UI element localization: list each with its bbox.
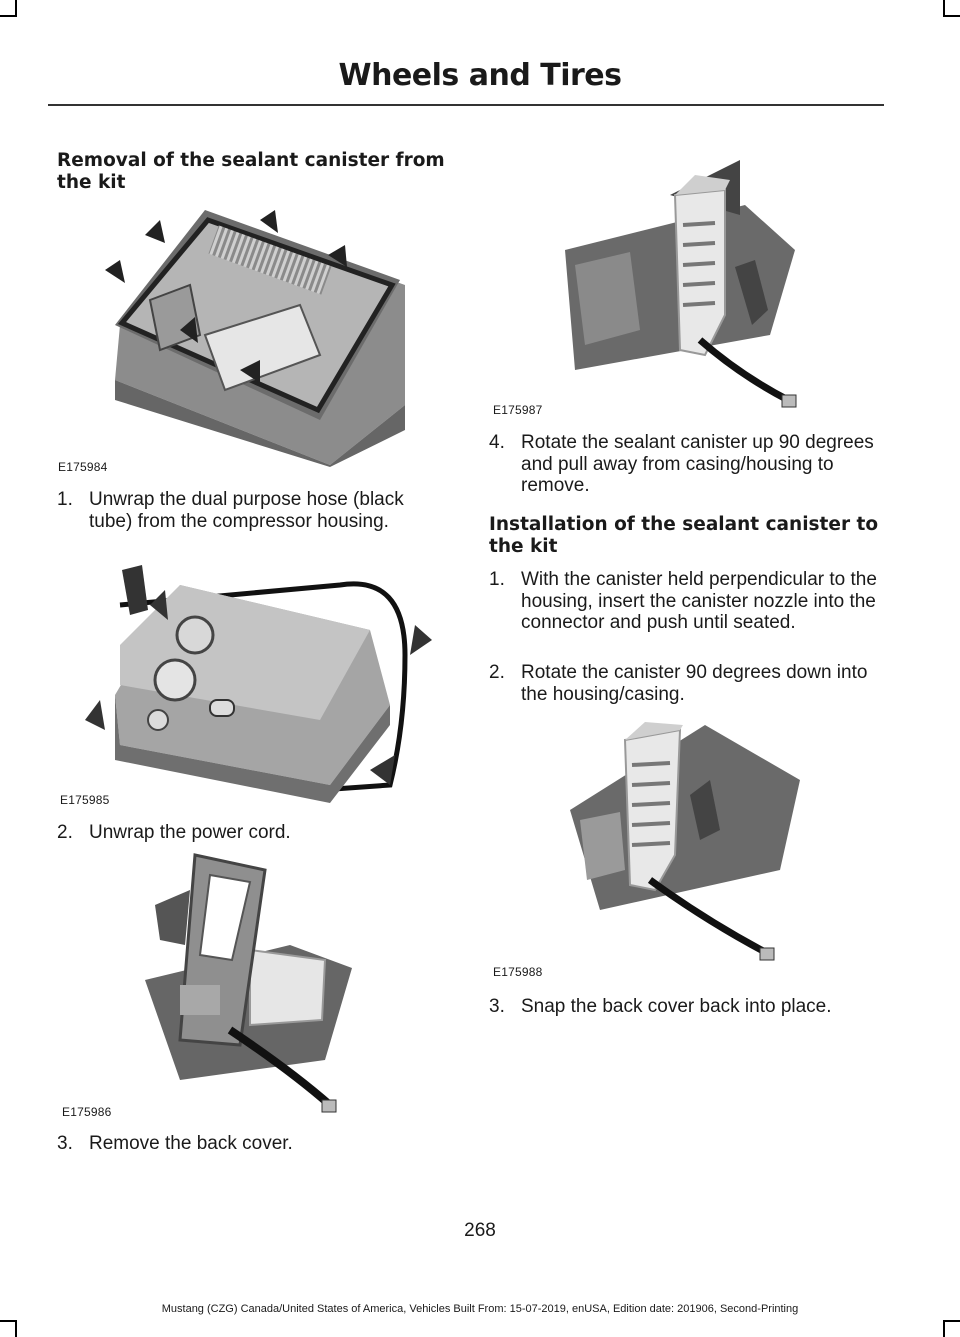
step-text: Rotate the sealant canister up 90 degree…: [521, 432, 874, 496]
crop-mark: [0, 15, 17, 17]
step-text: With the canister held perpendicular to …: [521, 569, 877, 633]
page-footer: Mustang (CZG) Canada/United States of Am…: [161, 1303, 799, 1315]
step-number: 3.: [489, 996, 505, 1017]
crop-mark: [15, 1320, 17, 1337]
figure-code: E175987: [493, 403, 543, 417]
crop-mark: [943, 15, 960, 17]
installation-step-3: 3. Snap the back cover back into place.: [489, 996, 884, 1018]
figure-code: E175985: [60, 793, 110, 807]
crop-mark: [15, 0, 17, 17]
header-rule: [48, 104, 884, 106]
figure-e175987: E175987: [490, 155, 800, 417]
step-text: Snap the back cover back into place.: [521, 996, 832, 1017]
figure-code: E175984: [58, 460, 108, 474]
figure-e175984: E175984: [58, 205, 445, 474]
step-text: Rotate the canister 90 degrees down into…: [521, 662, 868, 705]
step-number: 2.: [57, 822, 73, 843]
step-number: 2.: [489, 662, 505, 683]
page-title: Wheels and Tires: [338, 58, 623, 93]
figure-e175988: E175988: [493, 720, 805, 979]
removal-step-4: 4. Rotate the sealant canister up 90 deg…: [489, 432, 884, 497]
step-number: 1.: [57, 489, 73, 510]
step-text: Unwrap the dual purpose hose (black tube…: [89, 489, 404, 532]
installation-step-1: 1. With the canister held perpendicular …: [489, 569, 884, 634]
step-text: Remove the back cover.: [89, 1133, 293, 1154]
step-number: 1.: [489, 569, 505, 590]
removal-heading: Removal of the sealant canister from the…: [57, 150, 445, 193]
step-number: 3.: [57, 1133, 73, 1154]
figure-e175986: E175986: [62, 850, 355, 1120]
removal-step-3: 3. Remove the back cover.: [57, 1133, 447, 1155]
figure-code: E175986: [62, 1105, 112, 1119]
step-text: Unwrap the power cord.: [89, 822, 291, 843]
figure-code: E175988: [493, 965, 543, 979]
installation-heading: Installation of the sealant canister to …: [489, 514, 879, 557]
removal-step-2: 2. Unwrap the power cord.: [57, 822, 447, 844]
page-number: 268: [464, 1220, 496, 1241]
figure-e175985: E175985: [60, 545, 445, 807]
crop-mark: [0, 1320, 17, 1322]
installation-step-2: 2. Rotate the canister 90 degrees down i…: [489, 662, 884, 705]
crop-mark: [943, 1320, 945, 1337]
crop-mark: [943, 1320, 960, 1322]
step-number: 4.: [489, 432, 505, 453]
crop-mark: [943, 0, 945, 17]
removal-step-1: 1. Unwrap the dual purpose hose (black t…: [57, 489, 447, 532]
